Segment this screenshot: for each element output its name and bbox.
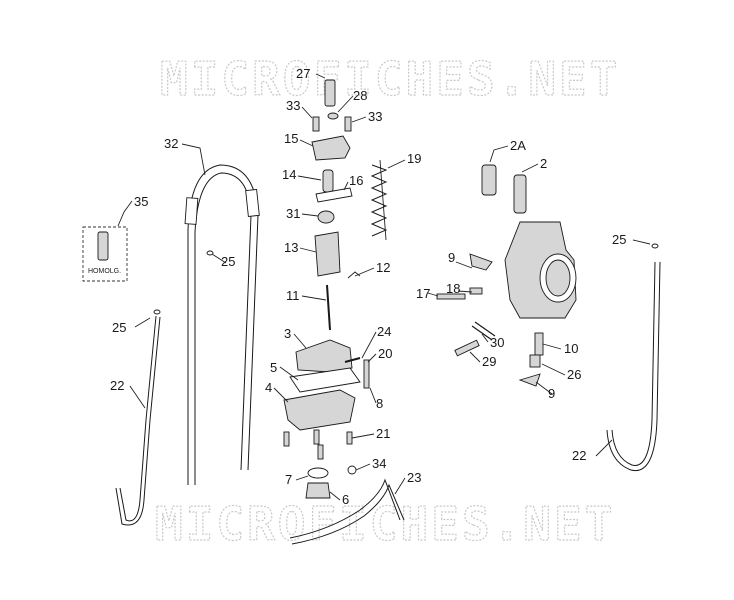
carburetor-body <box>153 164 659 387</box>
callout-8: 8 <box>376 396 383 411</box>
callout-2A: 2A <box>510 138 526 153</box>
callout-35: 35 <box>134 194 148 209</box>
callout-17: 17 <box>416 286 430 301</box>
callout-22-left: 22 <box>110 378 124 393</box>
callout-21: 21 <box>376 426 390 441</box>
callout-5: 5 <box>270 360 277 375</box>
float-bowl-assembly <box>283 339 370 499</box>
callout-9-bottom: 9 <box>548 386 555 401</box>
callout-12: 12 <box>376 260 390 275</box>
vent-hose-right <box>606 261 661 472</box>
callout-24: 24 <box>377 324 391 339</box>
homolog-box: HOMOLG. <box>82 226 128 282</box>
callout-28: 28 <box>353 88 367 103</box>
callout-25-right: 25 <box>612 232 626 247</box>
fuel-hose <box>289 478 405 545</box>
callout-14: 14 <box>282 167 296 182</box>
watermark-bottom: MICROFICHES.NET <box>155 497 615 551</box>
callout-11: 11 <box>286 288 300 303</box>
callout-33-left: 33 <box>286 98 300 113</box>
callout-2: 2 <box>540 156 547 171</box>
callout-26: 26 <box>567 367 581 382</box>
callout-15: 15 <box>284 131 298 146</box>
callout-4: 4 <box>265 380 272 395</box>
callout-23: 23 <box>407 470 421 485</box>
callout-25-left: 25 <box>112 320 126 335</box>
callout-10: 10 <box>564 341 578 356</box>
callout-19: 19 <box>407 151 421 166</box>
callout-34: 34 <box>372 456 386 471</box>
callout-13: 13 <box>284 240 298 255</box>
callout-3: 3 <box>284 326 291 341</box>
watermark-top: MICROFICHES.NET <box>160 52 620 106</box>
callout-32: 32 <box>164 136 178 151</box>
callout-18: 18 <box>446 281 460 296</box>
callout-6: 6 <box>342 492 349 507</box>
callout-22-right: 22 <box>572 448 586 463</box>
callout-29: 29 <box>482 354 496 369</box>
breather-hose-loop <box>184 164 260 485</box>
callout-7: 7 <box>285 472 292 487</box>
leader-lines <box>117 73 651 501</box>
vent-hose-left <box>115 315 161 526</box>
callout-27: 27 <box>296 66 310 81</box>
homolog-label: HOMOLG. <box>88 268 121 275</box>
top-cap-assembly <box>311 79 388 331</box>
callout-9-top: 9 <box>448 250 455 265</box>
callout-30: 30 <box>490 335 504 350</box>
callout-25-center: 25 <box>221 254 235 269</box>
callout-31: 31 <box>286 206 300 221</box>
callout-numbers: 27 28 33 33 15 19 14 16 31 13 12 11 3 24… <box>110 66 626 507</box>
callout-33-right: 33 <box>368 109 382 124</box>
callout-16: 16 <box>349 173 363 188</box>
callout-20: 20 <box>378 346 392 361</box>
